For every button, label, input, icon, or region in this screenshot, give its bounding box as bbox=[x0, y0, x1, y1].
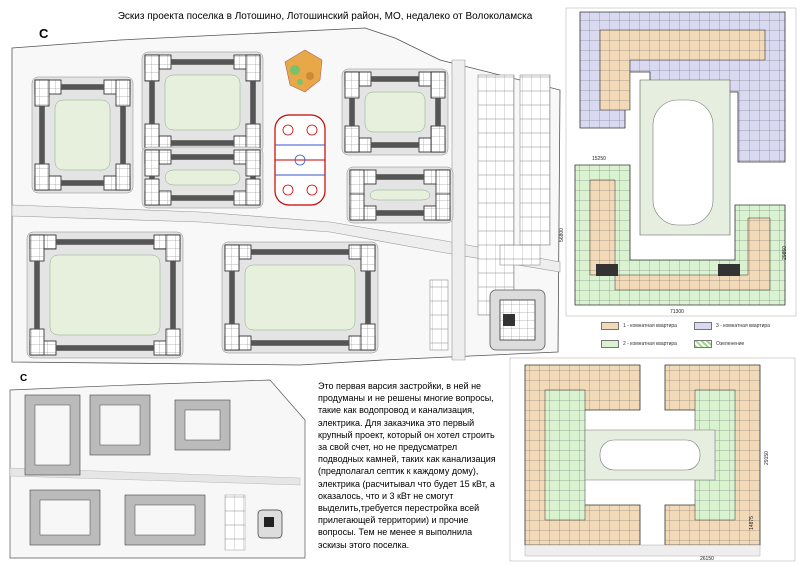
legend-swatch bbox=[601, 340, 619, 348]
project-description: Это первая варсия застройки, в ней не пр… bbox=[318, 381, 496, 550]
residential-block bbox=[341, 68, 449, 156]
dim-height-left: 56800 bbox=[558, 228, 565, 242]
residential-block bbox=[141, 51, 264, 154]
page-title: Эскиз проекта поселка в Лотошино, Лотоши… bbox=[117, 11, 533, 22]
parking-lots bbox=[429, 74, 551, 351]
residential-block bbox=[141, 146, 264, 209]
north-arrow-main: С bbox=[39, 26, 49, 41]
side-road bbox=[451, 59, 466, 361]
mini-block bbox=[89, 394, 151, 456]
legend-swatch bbox=[601, 322, 619, 330]
mini-block bbox=[124, 494, 206, 546]
residential-block bbox=[31, 76, 134, 194]
dim-top-width: 15250 bbox=[592, 156, 606, 162]
dim-bottom-width: 26150 bbox=[700, 556, 714, 562]
legend-label: 1 - комнатная квартира bbox=[623, 323, 677, 329]
dim-height-right: 29850 bbox=[781, 246, 788, 260]
residential-block bbox=[221, 241, 379, 354]
main-road bbox=[11, 204, 561, 273]
tower-building bbox=[489, 289, 546, 351]
legend-label: 2 - комнатная квартира bbox=[623, 341, 677, 347]
detail-floor-plan-top bbox=[565, 7, 797, 317]
mini-block bbox=[174, 399, 231, 451]
residential-block bbox=[346, 166, 454, 224]
residential-block bbox=[26, 231, 184, 359]
hockey-rink bbox=[274, 114, 326, 206]
north-arrow-mini: С bbox=[20, 373, 28, 384]
legend-item-greenery: Озеленение bbox=[694, 340, 744, 348]
legend-swatch bbox=[694, 340, 712, 348]
legend-label: Озеленение bbox=[716, 341, 745, 347]
legend-item-3room: 3 - комнатная квартира bbox=[694, 322, 770, 330]
legend-swatch bbox=[694, 322, 712, 330]
mini-block bbox=[24, 394, 81, 476]
dim-total-width: 71300 bbox=[670, 309, 684, 315]
overview-mini-plan bbox=[9, 379, 306, 559]
dim-bottom-height: 29150 bbox=[763, 451, 770, 465]
mini-block bbox=[29, 489, 101, 546]
playground bbox=[284, 49, 323, 93]
detail-floor-plan-bottom bbox=[509, 357, 796, 562]
legend-item-2room: 2 - комнатная квартира bbox=[601, 340, 677, 348]
legend-item-1room: 1 - комнатная квартира bbox=[601, 322, 677, 330]
dim-bottom-inner: 14875 bbox=[748, 516, 755, 530]
legend-label: 3 - комнатная квартира bbox=[716, 323, 770, 329]
